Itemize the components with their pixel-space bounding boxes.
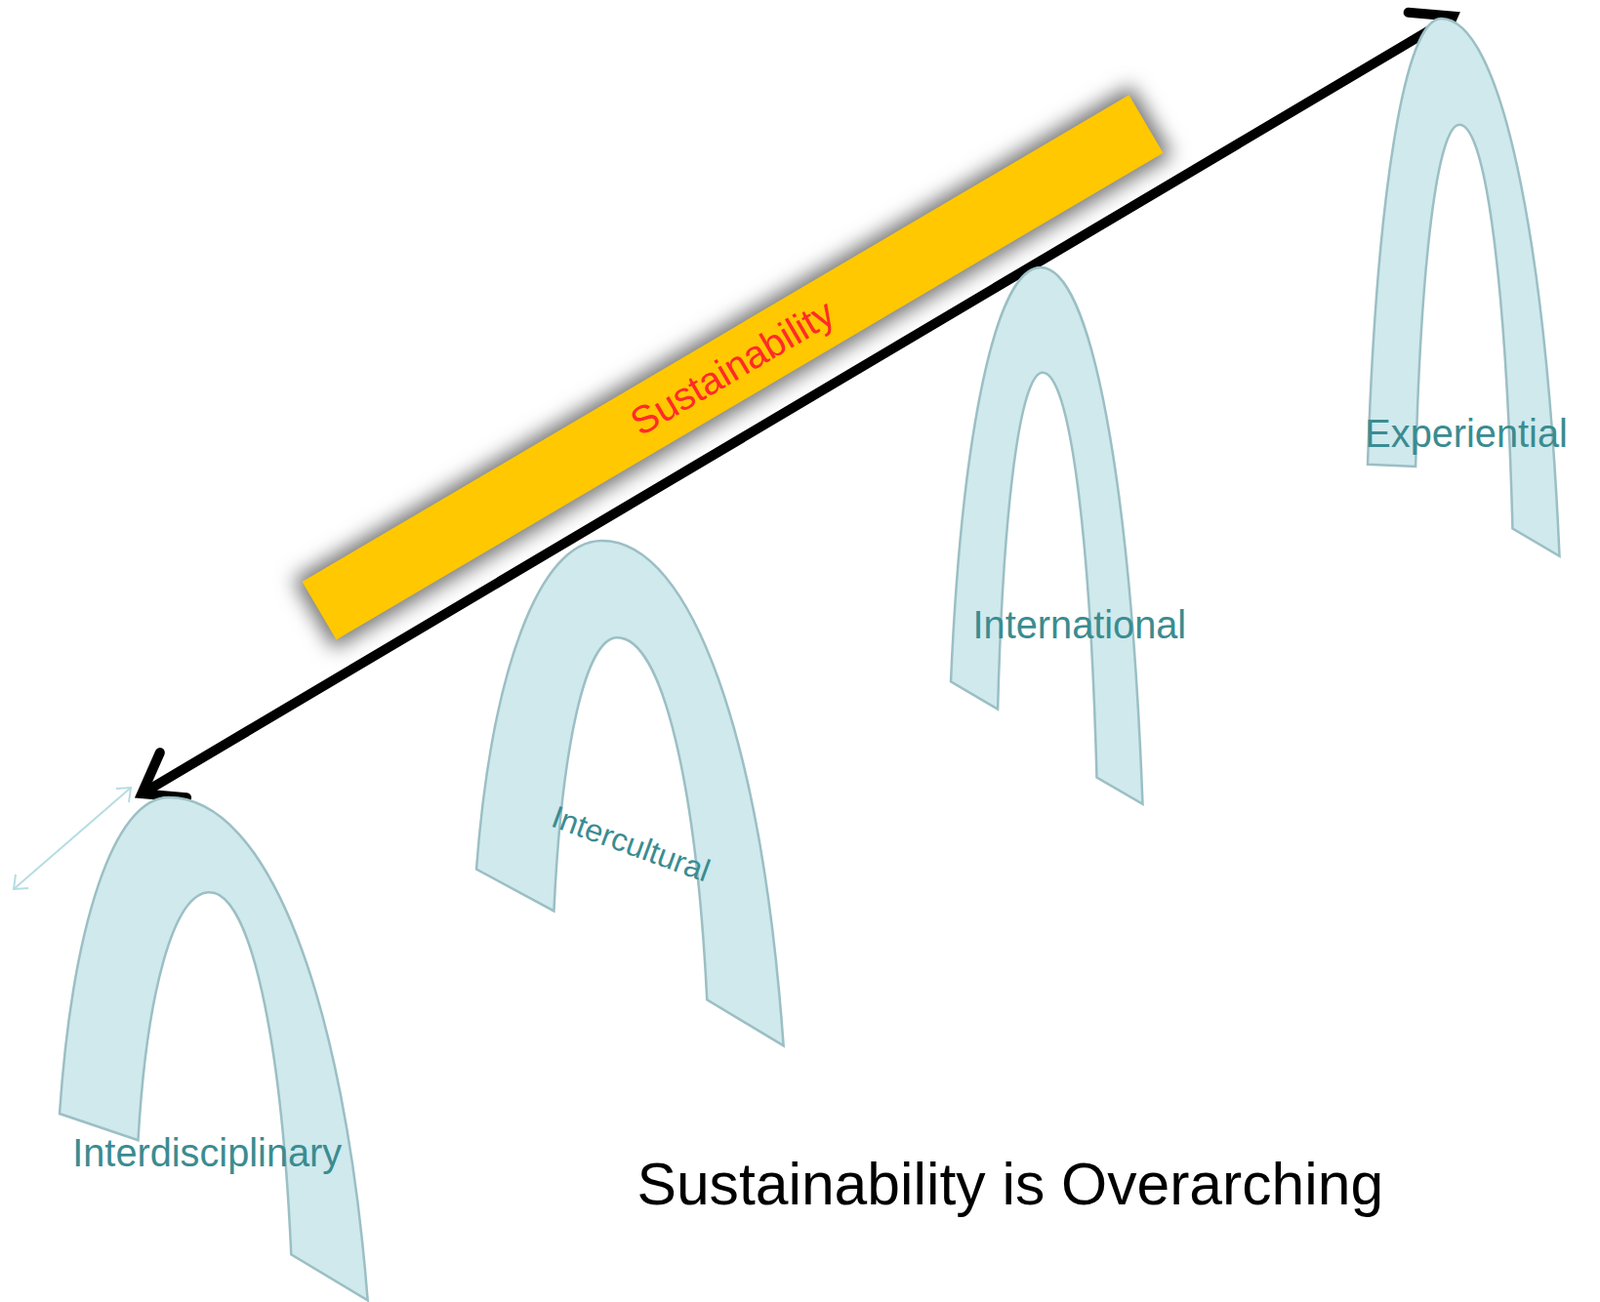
arch-label: International xyxy=(973,602,1188,647)
arch-outline xyxy=(1367,18,1560,557)
arch-outline xyxy=(59,797,369,1301)
arch-label-holder: Interdisciplinary xyxy=(72,1131,342,1176)
arch-pillar: Interdisciplinary xyxy=(24,762,404,1302)
arrow-head xyxy=(141,752,187,798)
arch-label: Experiential xyxy=(1364,411,1568,456)
arch-shape xyxy=(441,505,820,1081)
bar-label: Sustainability xyxy=(622,290,842,446)
double-arrow xyxy=(141,12,1453,798)
arch-pillar: International xyxy=(915,232,1179,840)
arch-label-holder: International xyxy=(973,602,1188,647)
arrow-shaft xyxy=(141,16,1453,794)
arch-pillar: Experiential xyxy=(1332,0,1596,592)
arch-outline xyxy=(950,267,1144,805)
arch-label-holder: Experiential xyxy=(1364,411,1568,456)
arch-outline xyxy=(476,540,784,1046)
caption: Sustainability is Overarching xyxy=(636,1149,1384,1219)
arch-label: Interdisciplinary xyxy=(72,1131,342,1176)
arch-pillar: Intercultural xyxy=(441,505,820,1081)
arch-shape xyxy=(1332,0,1596,592)
arch-shape xyxy=(24,762,404,1302)
arch-shape xyxy=(915,232,1179,840)
